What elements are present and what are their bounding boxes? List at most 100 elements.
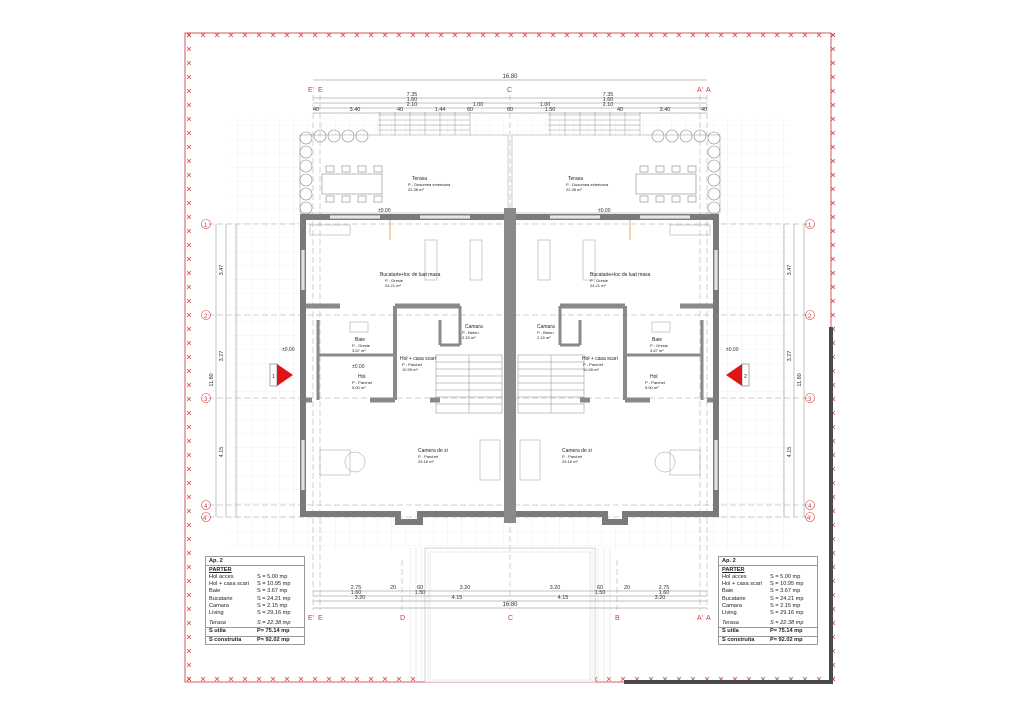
dim-total: 16.80 (502, 74, 518, 80)
row-key: Hol + casa scari (722, 581, 762, 588)
room-area: 3.67 m² (650, 348, 664, 353)
level-label: ±0.00 (378, 208, 391, 214)
room-floor: P - Parchet (402, 362, 423, 367)
row-value: P= 75.14 mp (770, 628, 803, 635)
row-key: Living (722, 610, 737, 617)
section-marker-left: 1 (269, 363, 293, 387)
row-value: S = 5.00 mp (257, 574, 288, 580)
dim-label: 1.50 (545, 107, 556, 113)
row-value: S = 3.67 mp (770, 588, 801, 595)
dim-label: 40 (701, 107, 707, 113)
room-name: Camara (465, 324, 483, 330)
room-area: 5.00 m² (352, 385, 366, 390)
dimensions-bottom: 2.75 20 60 3.20 3.20 60 20 2.75 1.60 1.5… (313, 585, 707, 609)
axis-bubbles: E' E C A' A E' E D C B A' A 1 2 3 4 4' 1… (201, 87, 815, 622)
dim-label: 60 (467, 107, 473, 113)
room-name: Bucatarie+loc de luat masa (590, 272, 651, 278)
room-floor: P - Dusumea exterioara (566, 182, 609, 187)
dim-label: 4.15 (787, 447, 793, 458)
axis-top-label: A' (697, 87, 703, 94)
room-name: Terasa (568, 176, 583, 182)
dimensions-top: 16.80 7.35 7.35 1.60 1.60 2.10 1.00 1.00… (313, 74, 707, 114)
table-title: Ap. 2 (719, 557, 817, 566)
room-name: Terasa (412, 176, 427, 182)
dim-label: 1.60 (351, 590, 362, 596)
dim-label: 40 (397, 107, 403, 113)
axis-bottom-label: E' (308, 615, 314, 622)
room-name: Bucatarie+loc de luat masa (380, 272, 441, 278)
room-floor: P - Dusumea exterioara (408, 182, 451, 187)
dim-label: 3.27 (219, 351, 225, 362)
table-subtitle: PARTER (209, 567, 232, 573)
table-subtitle: PARTER (722, 567, 745, 573)
axis-left-label: 4' (203, 516, 207, 522)
row-key: Baie (722, 588, 734, 595)
table-row: Hol acces S = 5.00 mp (719, 574, 817, 581)
room-area: 2.15 m² (462, 335, 476, 340)
axis-top-label: A (706, 87, 711, 94)
axis-top-label: C (507, 87, 512, 94)
axis-bottom-label: B (615, 615, 620, 622)
axis-lines (208, 95, 808, 610)
table-title: Ap. 2 (206, 557, 304, 566)
dim-label: 7.35 (603, 92, 614, 98)
dim-label: 1.50 (415, 590, 426, 596)
room-name: Camera de zi (562, 448, 592, 454)
dim-label: 3.27 (787, 351, 793, 362)
room-area: 10.95 m² (583, 367, 599, 372)
row-value: S = 29.16 mp (257, 610, 291, 617)
room-name: Hol (358, 374, 366, 380)
level-label: ±0.00 (282, 347, 295, 353)
staircase-left (435, 354, 503, 414)
room-area: 24.21 m² (385, 283, 401, 288)
row-value: S = 24.21 mp (770, 595, 804, 602)
dim-label: 1.00 (540, 102, 551, 108)
row-key: Baie (209, 588, 221, 595)
dim-label: 40 (313, 107, 319, 113)
row-key: Hol acces (209, 574, 234, 580)
room-floor: P - Gresie (650, 343, 669, 348)
row-key: Hol + casa scari (209, 581, 249, 588)
row-key: Hol acces (722, 574, 747, 580)
axis-bottom-label: D (400, 615, 405, 622)
row-value: S = 22.38 mp (257, 620, 291, 627)
axis-right-label: 2 (808, 314, 812, 320)
dim-label: 3.40 (350, 107, 361, 113)
dim-label: 3.20 (460, 585, 471, 591)
dim-label: 3.20 (655, 595, 666, 601)
dim-label: 1.60 (407, 97, 418, 103)
room-floor: P - Beton (462, 330, 479, 335)
room-name: Camara (537, 324, 555, 330)
room-area: 29.16 m² (562, 459, 578, 464)
room-name: Hol + casa scari (582, 356, 618, 362)
row-key: Camara (722, 602, 742, 609)
row-value: S = 5.00 mp (770, 574, 801, 580)
row-value: S = 2.15 mp (257, 602, 288, 609)
dim-label: 1.50 (595, 590, 606, 596)
dim-label: 3.20 (550, 585, 561, 591)
dim-label: 11.80 (209, 373, 215, 386)
room-floor: P - Parchet (418, 454, 439, 459)
dim-label: 60 (507, 107, 513, 113)
room-floor: P - Parchet (645, 380, 666, 385)
room-area: 2.15 m² (537, 335, 551, 340)
row-key: S construita (722, 636, 755, 643)
dim-label: 2.75 (659, 585, 670, 591)
axis-right-label: 3 (808, 397, 812, 403)
area-table-right: Ap. 2 PARTER Hol acces S = 5.00 mp Hol + … (718, 556, 818, 645)
row-key: S construita (209, 636, 242, 643)
dim-label: 20 (390, 585, 396, 591)
dim-label: 4.15 (452, 595, 463, 601)
dim-label: 1.60 (659, 590, 670, 596)
axis-left-label: 4 (204, 504, 208, 510)
